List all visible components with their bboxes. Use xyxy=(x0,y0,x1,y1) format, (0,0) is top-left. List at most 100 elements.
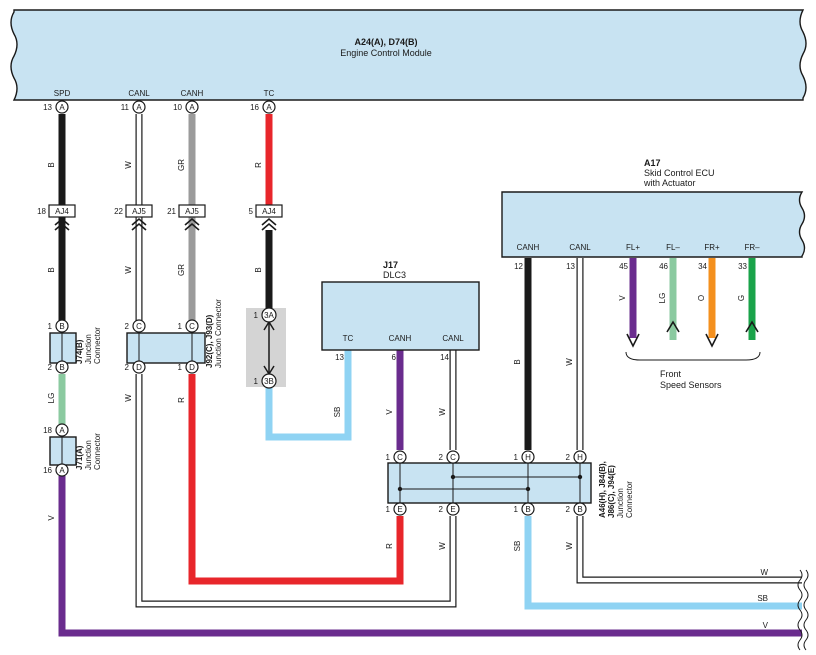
sensor-bracket xyxy=(625,351,761,361)
svg-text:AJ5: AJ5 xyxy=(185,207,199,216)
svg-text:22: 22 xyxy=(114,207,123,216)
sensor-arrowheads xyxy=(626,320,759,348)
svg-text:W: W xyxy=(124,161,133,169)
continuation-label-v: V xyxy=(763,621,769,630)
ecm-pin-tc: A 16 xyxy=(250,100,276,114)
svg-text:C: C xyxy=(136,322,142,331)
skid-ecu-box xyxy=(501,191,806,258)
svg-text:Connector: Connector xyxy=(93,433,102,470)
svg-text:Junction: Junction xyxy=(616,488,625,518)
inline-connector-aj4-spd: AJ4 18 xyxy=(37,204,76,231)
svg-text:V: V xyxy=(618,295,627,301)
ecm-pin-label-spd: SPD xyxy=(54,89,71,98)
wire-bottom-sb xyxy=(524,516,802,610)
svg-text:W: W xyxy=(438,542,447,550)
dlc3-pin-label-tc: TC xyxy=(343,334,354,343)
svg-text:3B: 3B xyxy=(264,377,274,386)
svg-text:GR: GR xyxy=(177,264,186,276)
svg-text:2: 2 xyxy=(125,363,130,372)
svg-text:J74(B): J74(B) xyxy=(75,339,84,364)
svg-text:1: 1 xyxy=(254,311,259,320)
skid-pin-label-fr-plus: FR+ xyxy=(704,243,720,252)
svg-text:3A: 3A xyxy=(264,311,274,320)
svg-text:R: R xyxy=(177,397,186,403)
svg-text:R: R xyxy=(254,162,263,168)
svg-text:16: 16 xyxy=(43,466,52,475)
svg-text:1: 1 xyxy=(386,453,391,462)
skid-pin-num-canl: 13 xyxy=(566,262,575,271)
continuation-label-sb: SB xyxy=(757,594,768,603)
front-speed-sensors-line1: Front xyxy=(660,369,682,379)
svg-text:C: C xyxy=(450,453,456,462)
inline-connector-aj5-canl: AJ5 22 xyxy=(114,204,153,231)
svg-text:J71(A): J71(A) xyxy=(75,445,84,470)
wire-bottom-w-outline xyxy=(576,516,802,584)
skid-ecu-title: A17 xyxy=(644,158,661,168)
short-pin-3a-3b: 3A 1 3B 1 xyxy=(246,307,286,389)
inline-connector-aj4-tc: AJ4 5 xyxy=(249,204,283,231)
junction-j71: A 18 A 16 J71(A) Junction Connector xyxy=(43,423,102,477)
svg-text:D: D xyxy=(189,363,195,372)
continuation-label-w: W xyxy=(760,568,768,577)
svg-text:5: 5 xyxy=(249,207,254,216)
inline-connector-aj5-canh: AJ5 21 xyxy=(167,204,206,231)
skid-pin-label-fl-minus: FL– xyxy=(666,243,680,252)
wire-bottom-w xyxy=(577,516,802,583)
svg-text:W: W xyxy=(438,408,447,416)
svg-text:E: E xyxy=(397,505,402,514)
svg-text:A: A xyxy=(136,103,142,112)
ecm-pin-canh: A 10 xyxy=(173,100,199,114)
svg-text:AJ4: AJ4 xyxy=(55,207,69,216)
dlc3-name: DLC3 xyxy=(383,270,406,280)
svg-text:2: 2 xyxy=(566,453,571,462)
svg-text:18: 18 xyxy=(37,207,46,216)
svg-text:C: C xyxy=(189,322,195,331)
junction-j92-j93: C 2 C 1 D 2 D 1 J92(C), J93(D) Junction … xyxy=(125,299,223,374)
svg-text:11: 11 xyxy=(121,103,130,112)
front-speed-sensors-line2: Speed Sensors xyxy=(660,380,722,390)
dlc3-pin-num-canl: 14 xyxy=(440,353,449,362)
svg-text:AJ4: AJ4 xyxy=(262,207,276,216)
svg-text:16: 16 xyxy=(250,103,259,112)
arrow-down-fr-plus xyxy=(705,333,719,348)
svg-text:D: D xyxy=(136,363,142,372)
arrow-up-fl-minus xyxy=(666,320,680,333)
svg-text:Connector: Connector xyxy=(93,327,102,364)
svg-text:LG: LG xyxy=(47,393,56,404)
arrow-up-fr-minus xyxy=(745,320,759,333)
svg-text:B: B xyxy=(47,267,56,272)
dlc3-title: J17 xyxy=(383,260,398,270)
continuation-breaks xyxy=(797,569,809,651)
svg-text:Junction: Junction xyxy=(84,440,93,470)
svg-text:H: H xyxy=(525,453,531,462)
svg-text:V: V xyxy=(385,409,394,415)
svg-text:E: E xyxy=(450,505,455,514)
ecm-pin-label-canl: CANL xyxy=(128,89,150,98)
junction-j74: B 1 B 2 J74(B) Junction Connector xyxy=(48,319,102,374)
wire-v-long xyxy=(58,476,802,637)
svg-text:J92(C), J93(D): J92(C), J93(D) xyxy=(205,314,214,368)
skid-pin-num-fr-plus: 34 xyxy=(698,262,707,271)
svg-text:1: 1 xyxy=(254,377,259,386)
svg-text:1: 1 xyxy=(178,363,183,372)
skid-pin-label-fr-minus: FR– xyxy=(744,243,760,252)
svg-text:Junction: Junction xyxy=(84,334,93,364)
svg-text:W: W xyxy=(565,542,574,550)
svg-text:1: 1 xyxy=(514,505,519,514)
svg-text:2: 2 xyxy=(439,505,444,514)
svg-text:LG: LG xyxy=(658,293,667,304)
svg-text:H: H xyxy=(577,453,583,462)
svg-text:W: W xyxy=(565,358,574,366)
svg-text:Connector: Connector xyxy=(625,481,634,518)
svg-text:C: C xyxy=(397,453,403,462)
svg-text:J86(C), J94(E): J86(C), J94(E) xyxy=(607,465,616,518)
svg-text:A: A xyxy=(59,103,65,112)
svg-text:B: B xyxy=(513,359,522,364)
dlc3-pin-label-canl: CANL xyxy=(442,334,464,343)
svg-text:A: A xyxy=(59,426,65,435)
ecm-pin-label-canh: CANH xyxy=(181,89,204,98)
svg-text:R: R xyxy=(385,543,394,549)
dlc3-box xyxy=(321,281,480,351)
svg-text:1: 1 xyxy=(514,453,519,462)
